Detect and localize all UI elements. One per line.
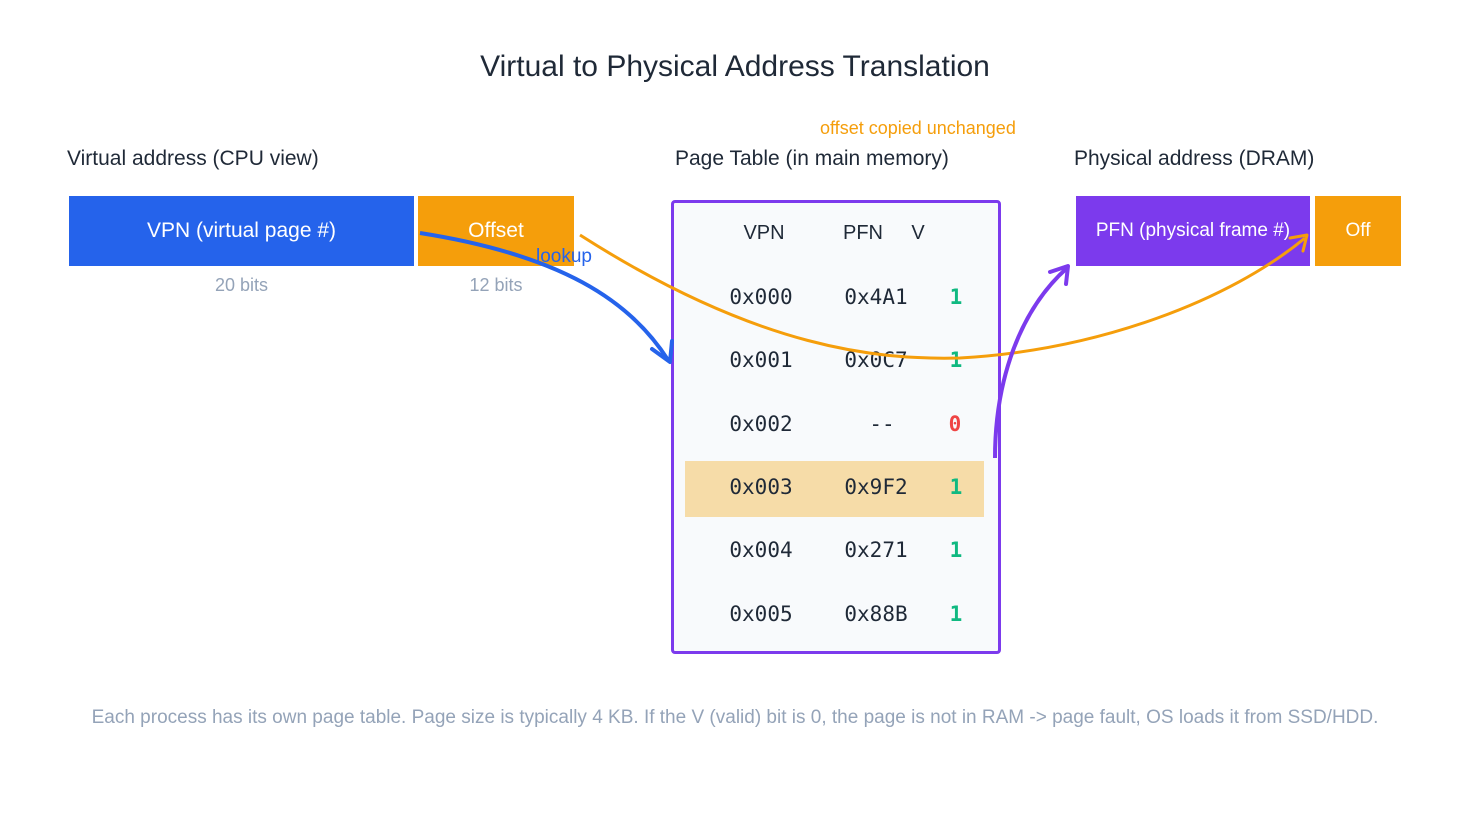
header-pfn: PFN [843,222,883,244]
diagram-title: Virtual to Physical Address Translation [480,50,990,83]
offset-copy-arrow [579,233,1306,360]
row-2-pfn: -- [869,412,895,436]
highlighted-row [685,461,984,517]
pfn-arrowhead [1048,264,1070,286]
row-2-valid: 0 [948,412,962,436]
row-5-valid: 1 [949,602,963,626]
row-1-vpn: 0x001 [729,348,793,372]
row-2-vpn: 0x002 [729,412,793,436]
lookup-arrowhead [650,339,674,364]
page-table-label: Page Table (in main memory) [675,147,949,170]
virtual-address-label: Virtual address (CPU view) [67,147,319,170]
row-3-valid: 1 [949,475,963,499]
physical-offset-label: Off [1345,220,1371,241]
row-3-pfn: 0x9F2 [844,475,908,499]
lookup-arrow [419,231,670,362]
offset-copy-note: offset copied unchanged [820,118,1016,138]
pfn-box-label: PFN (physical frame #) [1095,220,1291,241]
offset-copy-arrowhead [1288,233,1309,253]
row-0-vpn: 0x000 [729,285,793,309]
row-3-vpn: 0x003 [729,475,793,499]
physical-offset-box: Off [1315,196,1401,266]
vpn-box: VPN (virtual page #) [69,196,414,266]
page-table [671,200,1001,654]
row-5-vpn: 0x005 [729,602,793,626]
vpn-bits-label: 20 bits [214,275,269,295]
row-0-pfn: 0x4A1 [844,285,908,309]
row-0-valid: 1 [949,285,963,309]
footnote: Each process has its own page table. Pag… [91,707,1379,728]
header-valid: V [911,222,925,244]
offset-bits-label: 12 bits [469,275,523,295]
row-4-valid: 1 [949,538,963,562]
lookup-label: lookup [536,246,592,267]
physical-address-label: Physical address (DRAM) [1074,147,1315,170]
row-4-pfn: 0x271 [844,538,908,562]
header-vpn: VPN [743,222,785,244]
pfn-box: PFN (physical frame #) [1076,196,1310,266]
offset-box: Offset [418,196,574,266]
row-4-vpn: 0x004 [729,538,793,562]
vpn-box-label: VPN (virtual page #) [146,219,337,242]
pfn-arrow [993,266,1069,459]
row-5-pfn: 0x88B [844,602,908,626]
offset-box-label: Offset [468,219,524,242]
row-1-valid: 1 [949,348,963,372]
